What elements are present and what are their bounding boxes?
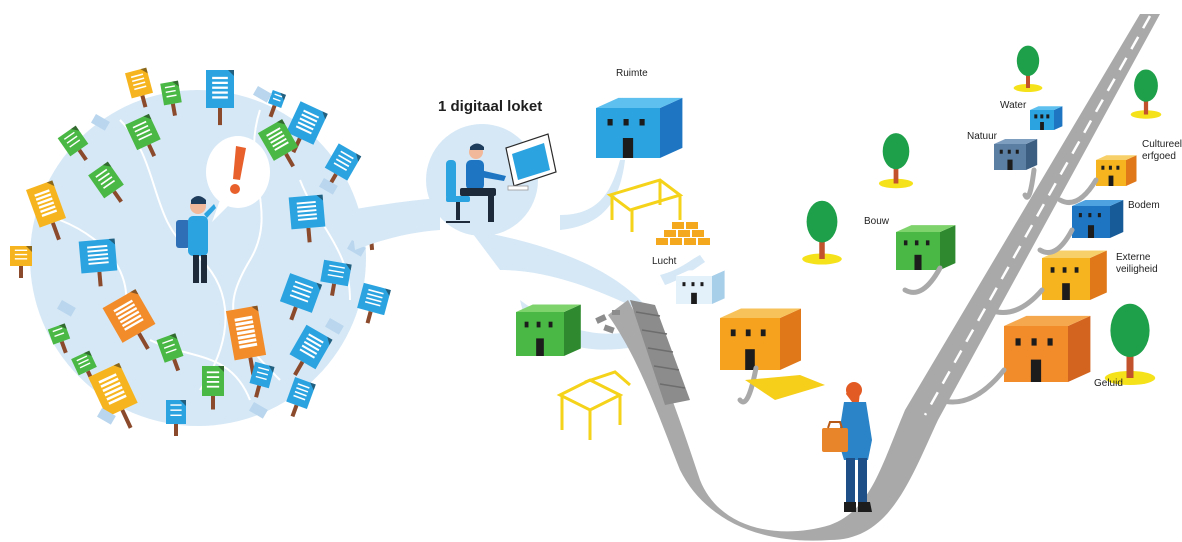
house-connector [937,367,1007,405]
faint-sign-icon [319,177,338,195]
label-geluid: Geluid [1094,378,1123,389]
label-bouw: Bouw [864,216,890,227]
permit-sign-icon [288,194,326,243]
permit-sign-icon [268,90,286,118]
house-externe-icon [1042,250,1107,300]
permit-sign-icon [357,282,391,324]
faint-sign-icon [248,402,268,419]
permit-sign-icon [10,246,32,278]
scaffold-top [606,178,684,232]
label-lucht: Lucht [652,256,677,267]
permit-sign-icon [57,125,89,161]
faint-sign-icon [91,113,110,131]
desk-worker [446,133,557,223]
permit-sign-icon [324,143,362,187]
faint-sign-icon [57,300,76,317]
permit-sign-icon [320,259,352,296]
house-geluid-icon [1004,315,1091,382]
faint-sign-icon [325,318,344,335]
permit-sign-icon [206,70,234,126]
house-bodem-icon [1072,200,1124,238]
house-cultureel-icon [1096,155,1137,186]
label-water: Water [1000,100,1027,111]
confused-man [176,196,216,283]
house-connector [1057,177,1099,205]
trees [802,45,1162,385]
permit-sign-icon [26,180,66,241]
brick-pile [656,222,710,245]
tree-icon [1013,45,1043,92]
permit-sign-icon [47,323,71,354]
house-water-icon [1030,106,1063,130]
tree-icon [878,133,914,189]
woman-with-briefcase [822,382,872,512]
permit-sign-icon [78,238,118,287]
houses [516,97,1137,405]
label-ruimte: Ruimte [616,68,648,79]
permit-sign-icon [286,101,328,154]
permit-sign-icon [249,361,275,398]
house-natuur-icon [994,138,1038,170]
house-left-icon [516,304,581,356]
tree-icon [1130,69,1162,119]
permit-sign-icon [202,366,224,410]
permit-sign-icon [125,113,161,157]
house-connector [1037,227,1075,255]
permit-sign-icon [289,324,333,376]
permit-sign-icon [279,273,323,321]
roof-plate [745,375,825,400]
permit-sign-icon [88,362,138,429]
tree-icon [802,200,842,265]
permit-sign-icon [156,333,184,372]
house-connector [1022,167,1037,200]
label-veiligheid: veiligheid [1116,264,1158,275]
tree-icon [1104,303,1156,385]
cloud-connector [350,198,440,250]
permit-sign-icon [286,377,316,418]
permit-sign-icon [88,161,124,203]
page-title: 1 digitaal loket [438,98,543,115]
permit-sign-icon [125,67,153,108]
permit-sign-icon [160,80,182,116]
label-cultureel: Cultureel [1142,139,1182,150]
label-erfgoed: erfgoed [1142,151,1176,162]
house-connector [902,265,943,295]
scaffold-bottom [556,370,631,440]
house-center-icon [720,308,801,370]
label-bodem: Bodem [1128,200,1160,211]
house-connector [987,287,1045,315]
road [595,14,1160,541]
exclamation-icon [230,146,246,194]
permit-sign-icon [257,119,299,168]
faint-sign-icon [97,408,116,425]
permit-signs [10,67,391,436]
house-ruimte-icon [596,97,683,158]
house-bouw-icon [896,225,956,270]
faint-sign-icon [253,86,272,103]
house-connector [737,365,759,405]
label-externe: Externe [1116,252,1151,263]
house-lucht-icon [676,270,725,304]
permit-sign-icon [102,289,156,350]
permit-sign-icon [166,400,186,436]
label-natuur: Natuur [967,131,998,142]
